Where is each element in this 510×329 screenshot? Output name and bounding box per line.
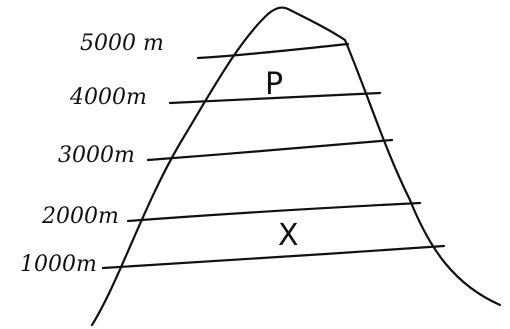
altitude-label-1000: 1000m (20, 252, 97, 277)
contour-line-2000 (126, 201, 422, 223)
point-label-x: X (278, 218, 299, 253)
altitude-label-4000: 4000m (69, 85, 147, 110)
contour-line-4000 (168, 91, 382, 105)
altitude-label-2000: 2000m (41, 204, 119, 229)
altitude-label-5000: 5000 m (80, 31, 164, 56)
point-label-p: P (265, 67, 283, 102)
contour-line-5000 (196, 42, 350, 60)
contour-line-1000 (101, 244, 446, 270)
contour-line-3000 (146, 138, 394, 162)
altitude-label-3000: 3000m (58, 143, 135, 168)
mountain-outline (90, 6, 502, 327)
